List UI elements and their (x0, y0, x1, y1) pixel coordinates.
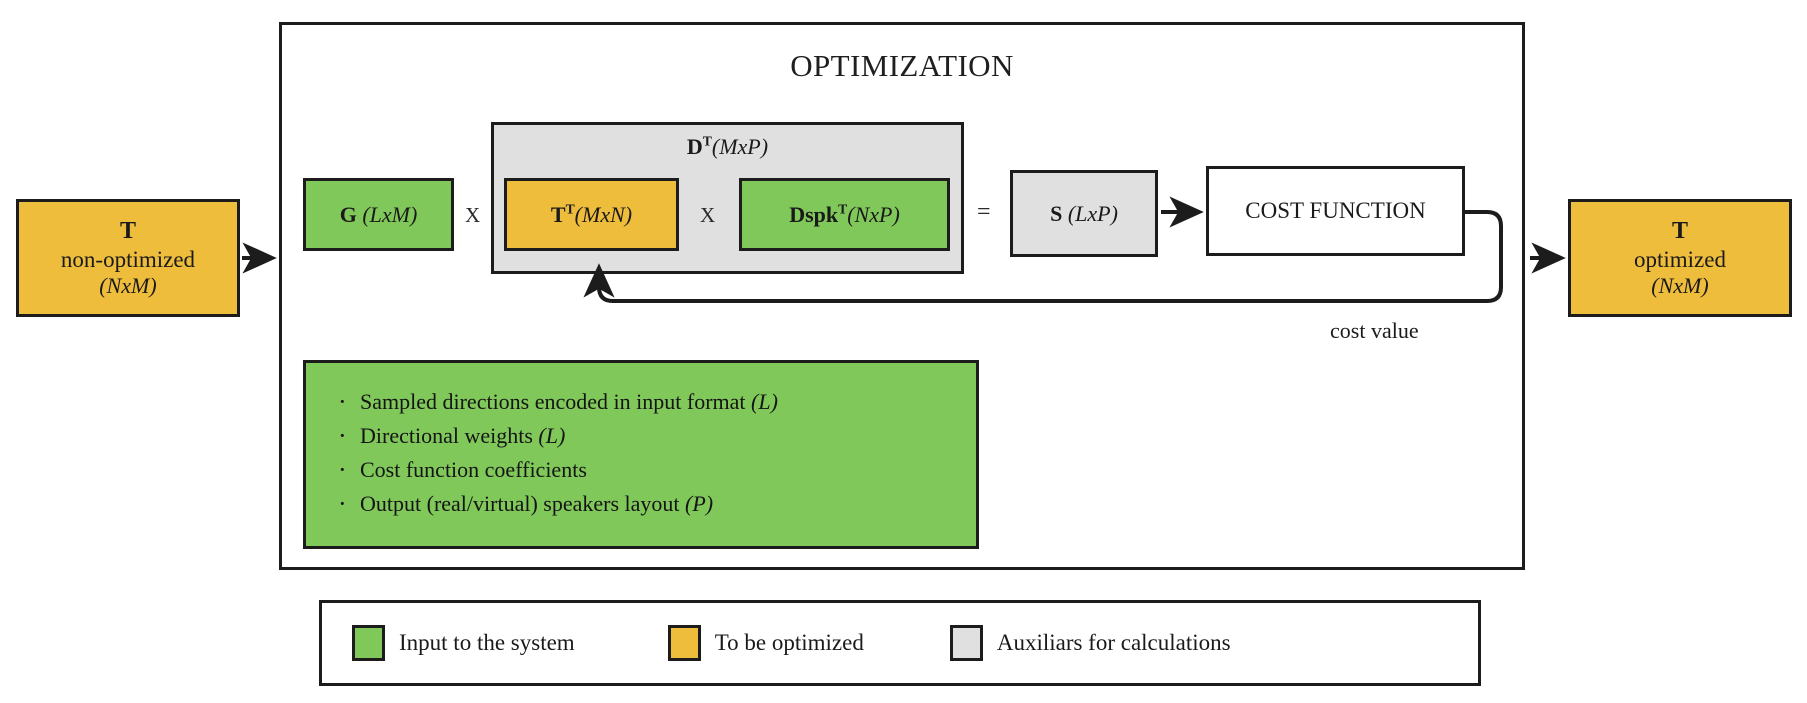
cost-function-box: COST FUNCTION (1206, 166, 1465, 256)
matrix-dspk-symbol: Dspk (789, 201, 839, 227)
matrix-t-transpose-dimensions: (MxN) (574, 201, 633, 227)
input-block-dimensions: (NxM) (99, 272, 157, 298)
list-item: Output (real/virtual) speakers layout (P… (332, 485, 976, 523)
matrix-s-box: S (LxP) (1010, 170, 1158, 257)
output-block-dimensions: (NxM) (1651, 272, 1709, 298)
output-block-t-optimized: T optimized (NxM) (1568, 199, 1792, 317)
matrix-t-transpose-box: TT(MxN) (504, 178, 679, 251)
multiply-operator-2: X (700, 203, 716, 227)
list-item-text: Cost function coefficients (360, 457, 587, 483)
list-item: Directional weights (L) (332, 417, 976, 455)
input-block-symbol: T (119, 218, 136, 245)
d-transpose-label: DT(MxP) (494, 134, 961, 160)
matrix-s-dimensions: (LxP) (1067, 200, 1118, 226)
legend-label-input: Input to the system (399, 630, 575, 655)
matrix-s-symbol: S (1050, 200, 1063, 226)
matrix-t-transpose-superscript: T (565, 201, 575, 217)
legend-swatch-grey (949, 625, 983, 661)
system-inputs-list: Sampled directions encoded in input form… (303, 360, 979, 549)
list-item-text: Directional weights (360, 423, 539, 449)
matrix-g-box: G (LxM) (303, 178, 454, 251)
matrix-g-symbol: G (339, 201, 357, 227)
d-transpose-superscript: T (702, 133, 712, 149)
list-item-text: Output (real/virtual) speakers layout (360, 491, 686, 517)
input-block-state: non-optimized (60, 246, 196, 272)
matrix-dspk-dimensions: (NxP) (847, 201, 900, 227)
legend: Input to the system To be optimized Auxi… (319, 600, 1481, 686)
matrix-dspk-superscript: T (838, 201, 848, 217)
matrix-t-transpose-symbol: T (550, 201, 566, 227)
legend-label-optimized: To be optimized (714, 630, 864, 655)
list-item-text: Sampled directions encoded in input form… (360, 389, 752, 414)
d-transpose-dimensions: (MxP) (711, 134, 769, 159)
legend-item-optimized: To be optimized (667, 625, 864, 661)
matrix-g-dimensions: (LxM) (362, 201, 418, 227)
cost-value-label: cost value (1330, 318, 1419, 343)
input-block-t-non-optimized: T non-optimized (NxM) (16, 199, 240, 317)
matrix-dspk-transpose-box: DspkT(NxP) (739, 178, 950, 251)
legend-item-input: Input to the system (352, 625, 575, 661)
legend-swatch-green (352, 625, 385, 661)
list-item: Sampled directions encoded in input form… (332, 383, 976, 421)
list-item-note: (L) (538, 423, 566, 449)
output-block-symbol: T (1671, 218, 1688, 245)
list-item-note: (L) (751, 389, 778, 414)
equals-operator: = (977, 199, 991, 225)
legend-label-auxiliars: Auxiliars for calculations (996, 630, 1231, 655)
list-item: Cost function coefficients (332, 451, 976, 489)
legend-swatch-orange (667, 625, 701, 661)
d-transpose-symbol: D (686, 134, 703, 159)
output-block-state: optimized (1634, 246, 1726, 272)
cost-function-label: COST FUNCTION (1245, 198, 1426, 224)
legend-item-auxiliars: Auxiliars for calculations (949, 625, 1231, 661)
multiply-operator-1: X (465, 203, 481, 227)
system-inputs-ul: Sampled directions encoded in input form… (332, 383, 976, 523)
optimization-title: OPTIMIZATION (790, 48, 1014, 83)
list-item-note: (P) (685, 491, 714, 517)
